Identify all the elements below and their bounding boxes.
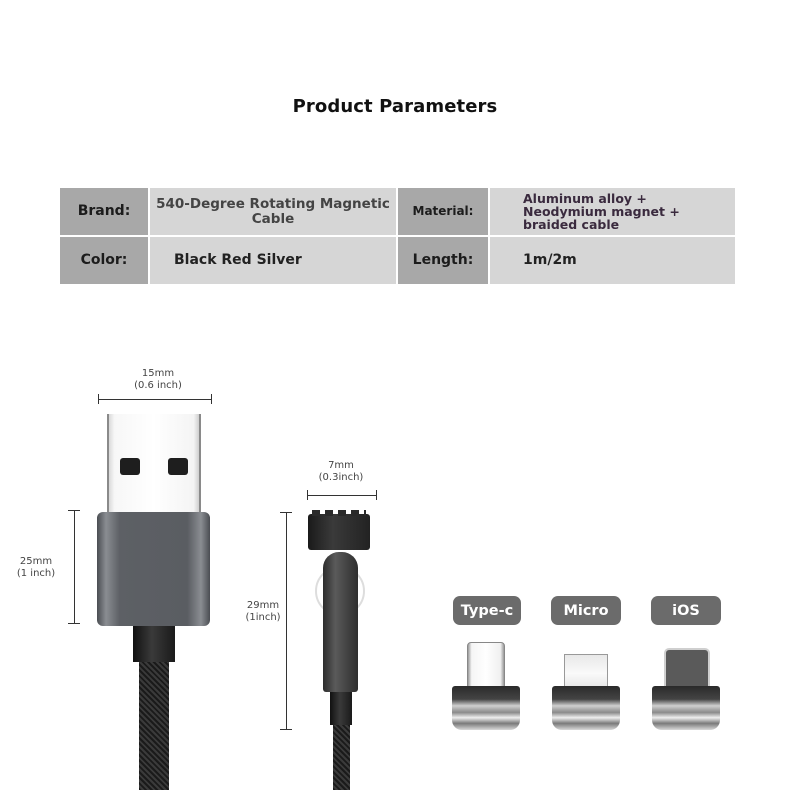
usb-width-line <box>98 399 212 400</box>
brand-label: Brand: <box>60 188 148 235</box>
magnetic-head <box>308 510 370 550</box>
tick <box>280 729 292 730</box>
braided-cable <box>333 725 350 790</box>
head-width-dimension: 7mm (0.3inch) <box>306 460 376 483</box>
tick <box>68 510 80 511</box>
ios-badge: iOS <box>651 596 721 625</box>
color-value: Black Red Silver <box>150 237 396 284</box>
length-label: Length: <box>398 237 488 284</box>
tick <box>307 490 308 500</box>
usb-c-tip-icon <box>452 642 520 730</box>
usb-height-inch: (1 inch) <box>16 567 56 579</box>
type-c-badge: Type-c <box>453 596 521 625</box>
rotating-arm <box>323 552 358 692</box>
usb-height-dimension: 25mm (1 inch) <box>10 556 62 579</box>
usb-a-strain-relief <box>133 626 175 662</box>
head-height-inch: (1inch) <box>245 611 281 623</box>
braided-cable <box>139 662 169 790</box>
lightning-tip-icon <box>652 642 720 730</box>
tick <box>98 394 99 404</box>
material-label: Material: <box>398 188 488 235</box>
material-value: Aluminum alloy + Neodymium magnet + brai… <box>490 188 735 235</box>
head-width-line <box>307 495 377 496</box>
parameters-table: Brand: 540-Degree Rotating Magnetic Cabl… <box>60 188 735 284</box>
usb-width-dimension: 15mm (0.6 inch) <box>118 368 198 391</box>
head-width-inch: (0.3inch) <box>318 471 364 483</box>
micro-badge: Micro <box>551 596 621 625</box>
brand-value: 540-Degree Rotating Magnetic Cable <box>150 188 396 235</box>
head-height-dimension: 29mm (1inch) <box>240 600 286 623</box>
tick <box>280 512 292 513</box>
tick <box>68 623 80 624</box>
micro-usb-tip-icon <box>552 642 620 730</box>
head-height-mm: 29mm <box>246 600 280 611</box>
usb-height-mm: 25mm <box>19 556 53 567</box>
tick <box>211 394 212 404</box>
length-value: 1m/2m <box>490 237 735 284</box>
usb-a-housing <box>97 512 210 626</box>
usb-width-inch: (0.6 inch) <box>134 379 182 391</box>
color-label: Color: <box>60 237 148 284</box>
usb-hole <box>120 458 140 475</box>
page-title: Product Parameters <box>292 96 498 117</box>
usb-hole <box>168 458 188 475</box>
usb-a-plug <box>107 414 201 514</box>
connector-strain-relief <box>330 692 352 725</box>
usb-width-mm: 15mm <box>141 368 175 379</box>
usb-height-line <box>74 510 75 624</box>
magnetic-tip-base <box>452 686 520 730</box>
head-width-mm: 7mm <box>328 460 354 471</box>
magnetic-tip-base <box>652 686 720 730</box>
head-height-line <box>286 512 287 730</box>
magnetic-tip-base <box>552 686 620 730</box>
tick <box>376 490 377 500</box>
